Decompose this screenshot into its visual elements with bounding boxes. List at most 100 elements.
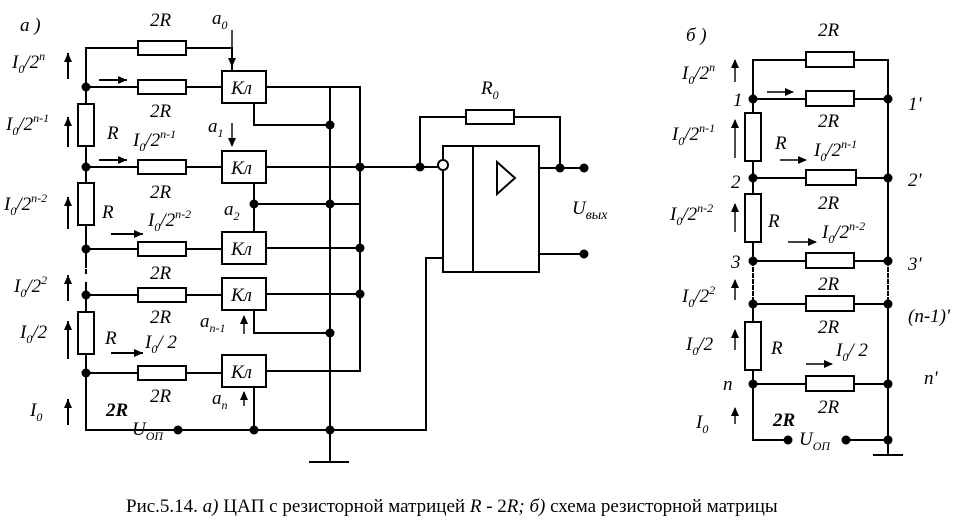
b-label-i0-2n-2: I0/2n-2 [669, 201, 713, 228]
label-i0-2n-2-row: I0/2n-2 [147, 207, 191, 234]
b-resistor-2r-3 [805, 252, 855, 269]
label-r: R [106, 123, 119, 144]
row-resistor-2r-1 [137, 79, 187, 95]
label-2r: 2R [150, 10, 172, 31]
b-right-bus-lower [873, 299, 903, 456]
switch-label: Кл [230, 285, 252, 306]
row-wires [85, 86, 223, 374]
b-node-np: n' [924, 368, 939, 389]
b-resistor-r-3 [744, 321, 762, 371]
b-label-i0-2-2: I0/22 [681, 283, 715, 310]
b-label-i0-2n-1: I0/2n-1 [671, 121, 715, 148]
top-resistor-2r [137, 40, 187, 56]
junction-dots [81, 82, 425, 435]
switch-label: Кл [230, 239, 252, 260]
b-label-2r: 2R [818, 193, 840, 214]
b-resistor-r-1 [744, 112, 762, 162]
b-label-i0-2n: I0/2n [681, 60, 715, 87]
label-2r: 2R [150, 386, 172, 407]
label-2r: 2R [150, 263, 172, 284]
b-label-2r: 2R [818, 397, 840, 418]
b-node-2: 2 [731, 172, 741, 193]
label-an-1: an-1 [200, 311, 226, 335]
label-2r: 2R [150, 307, 172, 328]
row-resistor-2r-2 [137, 159, 187, 175]
row-resistor-2r-4 [137, 287, 187, 303]
b-current-arrows [731, 59, 833, 424]
label-i0-2n-1: I0/2n-1 [5, 111, 49, 138]
label-i0-2n-2: I0/2n-2 [3, 191, 47, 218]
label-i0-2-2: I0/22 [13, 273, 47, 300]
b-label-2r: 2R [818, 317, 840, 338]
b-resistor-2r-5 [805, 375, 855, 392]
b-resistor-2r-top [805, 51, 855, 68]
label-i0-2-row: I0/ 2 [144, 332, 177, 356]
panel-b-label: б ) [686, 25, 707, 46]
label-i0-2: I0/2 [19, 322, 48, 346]
b-label-r: R [767, 211, 780, 232]
current-arrows [99, 76, 143, 357]
figure-caption: Рис.5.14. а) ЦАП с резисторной матрицей … [126, 496, 778, 517]
opamp-triangle-icon [496, 159, 517, 197]
b-node-2p: 2' [908, 170, 923, 191]
b-node-1: 1 [733, 90, 743, 111]
label-2r: 2R [150, 101, 172, 122]
label-i0-2n-1-row: I0/2n-1 [132, 127, 176, 154]
b-node-3: 3 [730, 252, 741, 273]
panel-b: б ) [669, 20, 951, 456]
label-uop: UОП [132, 419, 164, 443]
label-r: R [101, 202, 114, 223]
switch-n [221, 354, 267, 388]
b-label-i0-2n-1-row: I0/2n-1 [813, 137, 857, 164]
b-label-2r: 2R [818, 274, 840, 295]
b-node-3p: 3' [907, 254, 923, 275]
label-i0: I0 [29, 400, 42, 424]
switch-label: Кл [230, 158, 252, 179]
b-label-2r: 2R [818, 20, 840, 41]
output-node [555, 163, 565, 173]
label-uout: Uвых [572, 198, 608, 223]
opamp-body [442, 145, 540, 273]
b-node-1p: 1' [908, 94, 923, 115]
ladder-resistor-r-3 [77, 311, 95, 355]
output-terminal [579, 163, 589, 173]
panel-a: а ) [3, 8, 608, 463]
b-label-uop: UОП [799, 429, 831, 453]
label-a0: a0 [212, 8, 228, 32]
b-label-i0-2-row: I0/ 2 [835, 340, 868, 364]
b-node-n: n [723, 374, 733, 395]
switch-label: Кл [230, 362, 252, 383]
output-terminal-2 [579, 249, 589, 259]
label-r: R [104, 328, 117, 349]
b-label-2r-bold: 2R [772, 410, 795, 431]
b-label-r: R [770, 338, 783, 359]
b-resistor-2r-1 [805, 90, 855, 107]
panel-a-label: а ) [20, 15, 41, 36]
row-resistor-2r-3 [137, 241, 187, 257]
feedback-wire [419, 116, 561, 168]
b-label-i0: I0 [695, 412, 708, 436]
b-label-r: R [774, 133, 787, 154]
label-i0-2n: I0/2n [11, 49, 45, 76]
b-label-i0-2: I0/2 [685, 334, 714, 358]
switch-n-1 [221, 277, 267, 311]
label-an: an [212, 388, 228, 412]
b-resistor-2r-4 [805, 295, 855, 312]
label-a1: a1 [208, 116, 224, 140]
uop-line [177, 257, 444, 431]
switch-output-wires [253, 86, 421, 431]
b-label-2r: 2R [818, 111, 840, 132]
control-arrows [228, 30, 248, 406]
label-a2: a2 [224, 199, 240, 223]
b-junction-dots [748, 94, 893, 445]
b-label-i0-2n-2-row: I0/2n-2 [821, 219, 865, 246]
b-resistor-2r-2 [805, 169, 857, 186]
label-r0: R0 [480, 78, 499, 102]
b-rows [752, 59, 889, 441]
switches [221, 70, 267, 388]
ladder-resistor-r-1 [77, 103, 95, 147]
inverting-input [437, 159, 449, 171]
b-node-n-1p: (n-1)' [908, 306, 951, 327]
feedback-resistor-r0 [465, 109, 515, 125]
